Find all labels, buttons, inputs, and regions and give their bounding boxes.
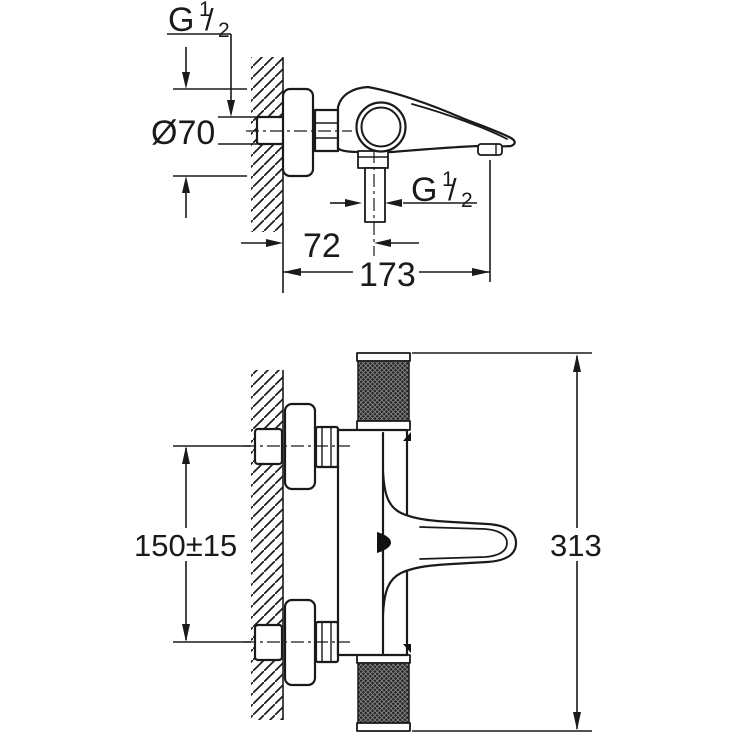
dim150-arrow-bottom (182, 624, 190, 642)
thermostat-knob-side-inner (360, 106, 402, 148)
wall-hatch-front-view (251, 370, 283, 720)
inlet-thread-base: G (168, 1, 194, 39)
escutcheon-arrow-bottom (182, 176, 190, 193)
front-view-dimensions: 150±15 313 (128, 352, 608, 732)
spout-front-inner-line (419, 526, 508, 560)
outlet-collar (357, 150, 389, 169)
inlet-thread-slash: / (205, 2, 214, 37)
inlet-thread-sub: 2 (218, 19, 230, 42)
outlet-arrow-right (385, 199, 402, 207)
top-knob-upper-band (356, 352, 411, 362)
outlet-thread-base: G (411, 171, 437, 209)
side-view-dimensions: G 1 / 2 Ø70 G 1 / 2 72 (151, 0, 491, 294)
inlet-thread-leader (167, 33, 232, 101)
front-view (243, 352, 518, 732)
outlet-thread-label: G 1 / 2 (411, 168, 473, 212)
side-view (246, 57, 516, 293)
outlet-thread-slash: / (448, 172, 457, 207)
upper-indicator-mark (403, 432, 411, 441)
escutcheon-extension-lines (173, 88, 257, 177)
dim72-arrow-right (374, 239, 391, 247)
escutcheon-arrow-top (182, 72, 190, 89)
spout-outlet-mark (377, 532, 391, 553)
dim313-extension-lines (412, 352, 592, 732)
dim72-label: 72 (303, 227, 341, 265)
top-knob-knurl (357, 360, 410, 422)
dim150-arrow-top (182, 446, 190, 464)
dim173-label: 173 (359, 256, 416, 294)
inlet-thread-arrow (227, 100, 235, 117)
dim150-label-bg (128, 528, 242, 561)
dim313-arrow-top (573, 354, 581, 372)
top-knurled-knob (356, 352, 411, 431)
dim313-label-bg (544, 528, 608, 561)
escutcheon-side (281, 87, 315, 178)
dim150-label: 150±15 (134, 528, 237, 563)
bottom-knob-knurl (357, 662, 410, 724)
upper-hex-nut-facets (321, 427, 332, 467)
dim72-arrow-left (266, 239, 283, 247)
bottom-knob-lower-band (356, 722, 411, 732)
dim313-arrow-bottom (573, 712, 581, 730)
inlet-thread-label: G 1 / 2 (168, 0, 230, 42)
lower-indicator-mark (403, 644, 411, 653)
outlet-thread-sup: 1 (442, 168, 454, 191)
shower-outlet-pipe (364, 167, 386, 223)
dim173-arrow-left (283, 268, 301, 276)
outlet-arrow-left (345, 199, 362, 207)
dim173-arrow-right (472, 268, 490, 276)
outlet-thread-sub: 2 (461, 189, 473, 212)
top-knob-lower-band (356, 420, 411, 431)
thermostat-knob-side-outer (355, 101, 407, 153)
inlet-thread-sup: 1 (199, 0, 211, 21)
aerator (477, 143, 503, 156)
escutcheon-diameter-label: Ø70 (151, 114, 215, 152)
bottom-knurled-knob (356, 654, 411, 732)
union-nut-facets (315, 122, 338, 139)
dim173-label-bg (353, 258, 419, 288)
upper-hex-nut (314, 425, 340, 469)
spout-top-inner-line (411, 103, 508, 140)
bottom-knob-upper-band (356, 654, 411, 664)
dim313-label: 313 (550, 528, 602, 563)
spout-front-silhouette (381, 431, 518, 655)
